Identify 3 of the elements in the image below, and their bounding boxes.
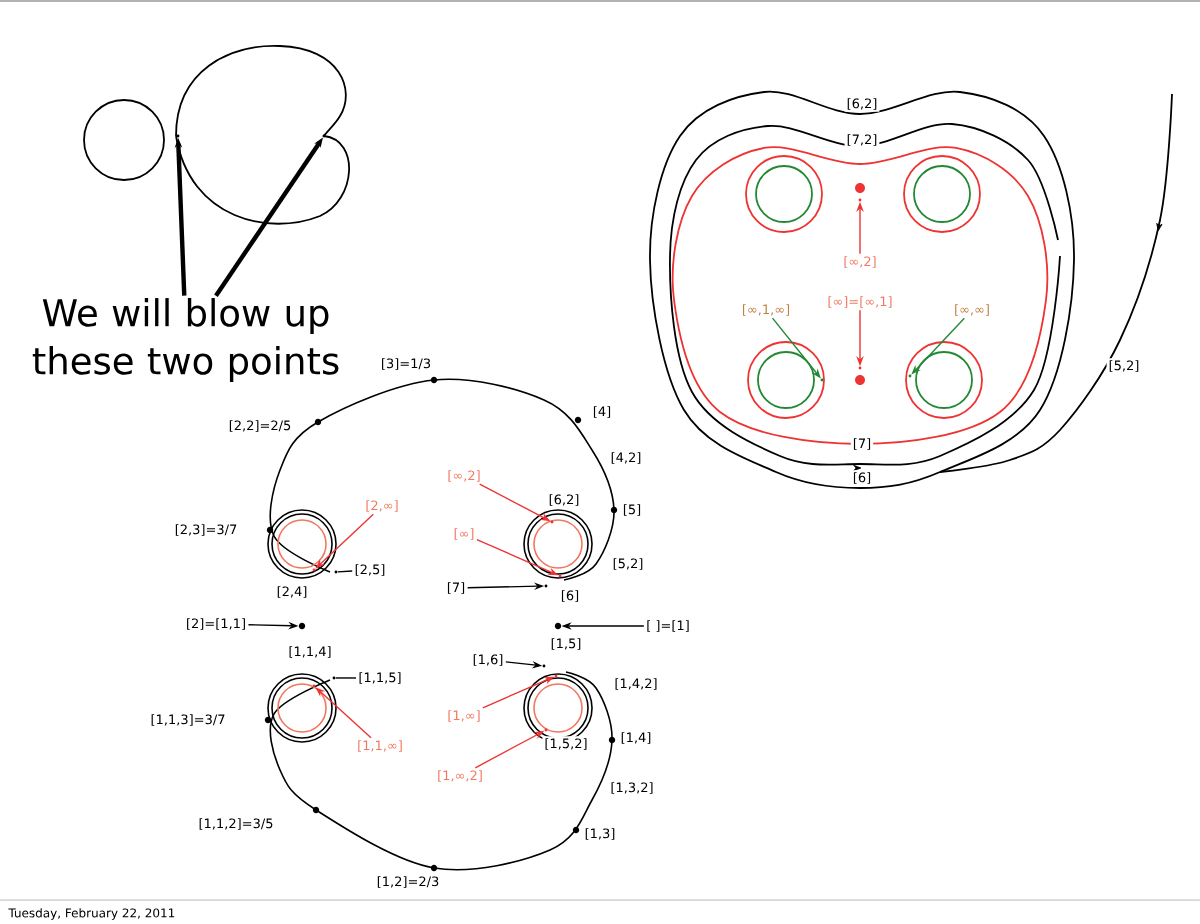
- leader-line: [335, 677, 357, 679]
- caption-text: We will blow up these two points: [32, 298, 339, 382]
- leader-line: [337, 570, 353, 573]
